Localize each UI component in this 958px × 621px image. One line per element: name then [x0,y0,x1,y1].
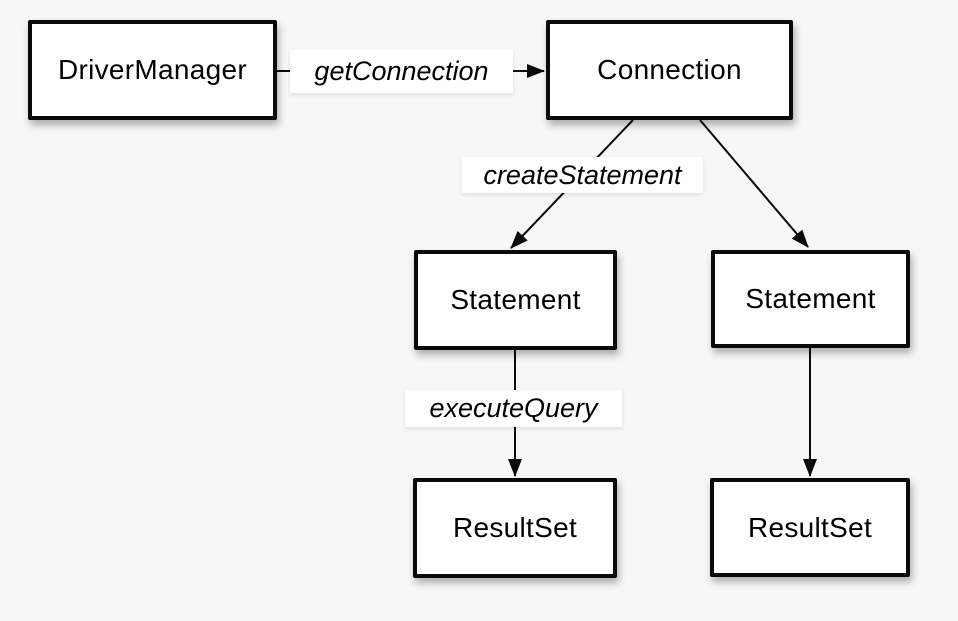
node-label: Connection [597,54,742,85]
node-label: Statement [450,284,581,315]
node-label: ResultSet [452,512,578,543]
node-resultset-1: ResultSet [413,478,617,578]
node-resultset-2: ResultSet [710,478,910,577]
node-label: Statement [745,283,876,314]
node-driver-manager: DriverManager [28,20,277,120]
edge-label-drivermanager-to-connection: getConnection [290,50,513,93]
node-statement-2: Statement [711,250,910,348]
node-label: ResultSet [747,511,873,543]
edge-label-statement-1-to-resultset-1: executeQuery [405,390,622,427]
edge-connection-to-statement-2 [699,119,809,248]
edge-label-connection-to-statement-1: createStatement [462,157,703,193]
node-statement-1: Statement [414,250,617,350]
node-label: DriverManager [57,54,248,85]
node-connection: Connection [546,20,793,120]
